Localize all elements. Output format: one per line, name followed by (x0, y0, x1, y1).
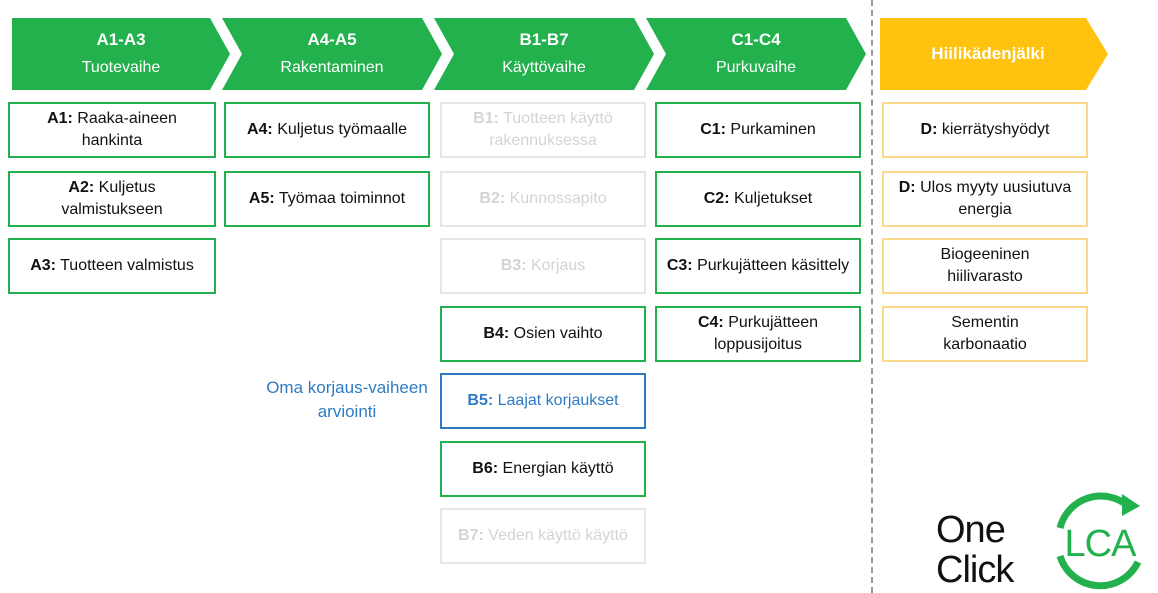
module-a4: A4: Kuljetus työmaalle (224, 102, 430, 158)
module-a3: A3: Tuotteen valmistus (8, 238, 216, 294)
chevron-shape (880, 18, 1108, 90)
module-a2: A2: Kuljetus valmistukseen (8, 171, 216, 227)
stage-code: B1-B7 (519, 30, 569, 49)
module-d-energy: D: Ulos myyty uusiutuva energia (882, 171, 1088, 227)
module-a1: A1: Raaka-aineen hankinta (8, 102, 216, 158)
module-b6: B6: Energian käyttö (440, 441, 646, 497)
module-b2: B2: Kunnossapito (440, 171, 646, 227)
handprint-header: Hiilikädenjälki (880, 18, 1108, 90)
module-b4: B4: Osien vaihto (440, 306, 646, 362)
module-c1: C1: Purkaminen (655, 102, 861, 158)
module-b1: B1: Tuotteen käyttö rakennuksessa (440, 102, 646, 158)
module-c3: C3: Purkujätteen käsittely (655, 238, 861, 294)
module-b7: B7: Veden käyttö käyttö (440, 508, 646, 564)
module-c2: C2: Kuljetukset (655, 171, 861, 227)
chevron-shape (222, 18, 442, 90)
module-d-recycling: D: kierrätyshyödyt (882, 102, 1088, 158)
cement-carbonation-box: Sementin karbonaatio (882, 306, 1088, 362)
handprint-title: Hiilikädenjälki (931, 44, 1045, 63)
module-a5: A5: Työmaa toiminnot (224, 171, 430, 227)
biogenic-carbon-box: Biogeeninen hiilivarasto (882, 238, 1088, 294)
stage-name: Rakentaminen (280, 59, 384, 76)
chevron-shape (434, 18, 654, 90)
recycle-arrow-icon: LCA (1056, 492, 1142, 590)
stage-code: C1-C4 (731, 30, 781, 49)
one-click-logo-text: One Click (936, 509, 1014, 591)
stage-name: Käyttövaihe (502, 59, 586, 76)
chevron-shape (12, 18, 230, 90)
module-c4: C4: Purkujätteen loppusijoitus (655, 306, 861, 362)
stage-name: Purkuvaihe (715, 59, 797, 76)
stage-code: A1-A3 (96, 30, 146, 49)
module-b3: B3: Korjaus (440, 238, 646, 294)
lca-mark-text: LCA (1065, 523, 1138, 565)
repair-phase-note: Oma korjaus-vaiheen arviointi (266, 378, 428, 421)
module-b5: B5: Laajat korjaukset (440, 373, 646, 429)
stage-code: A4-A5 (307, 30, 357, 49)
stage-name: Tuotevaihe (81, 59, 161, 76)
chevron-shape (646, 18, 866, 90)
dashed-divider (871, 0, 873, 593)
